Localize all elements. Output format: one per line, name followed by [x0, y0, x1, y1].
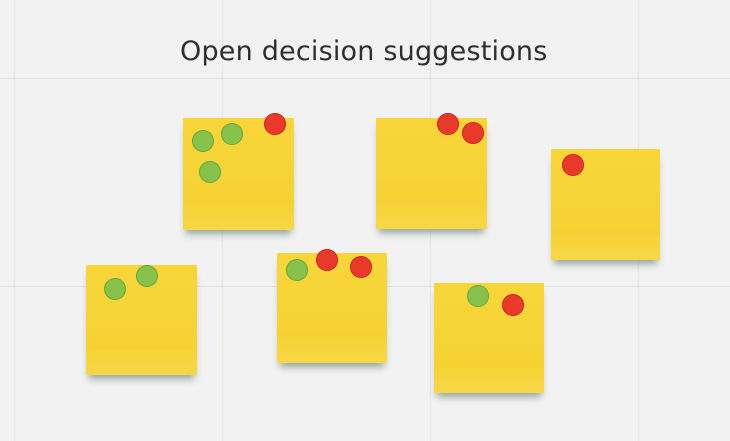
- red-vote-dot[interactable]: [462, 122, 484, 144]
- green-vote-dot[interactable]: [192, 130, 214, 152]
- sticky-note[interactable]: [86, 265, 197, 375]
- green-vote-dot[interactable]: [136, 265, 158, 287]
- board-title[interactable]: Open decision suggestions: [180, 36, 548, 67]
- sticky-note[interactable]: [183, 113, 294, 230]
- red-vote-dot[interactable]: [264, 113, 286, 135]
- green-vote-dot[interactable]: [467, 285, 489, 307]
- red-vote-dot[interactable]: [437, 113, 459, 135]
- sticky-note[interactable]: [376, 113, 487, 229]
- red-vote-dot[interactable]: [502, 294, 524, 316]
- red-vote-dot[interactable]: [316, 249, 338, 271]
- green-vote-dot[interactable]: [199, 161, 221, 183]
- green-vote-dot[interactable]: [286, 259, 308, 281]
- green-vote-dot[interactable]: [221, 123, 243, 145]
- sticky-note[interactable]: [434, 283, 544, 393]
- red-vote-dot[interactable]: [350, 256, 372, 278]
- sticky-note[interactable]: [551, 149, 660, 260]
- sticky-note[interactable]: [277, 249, 387, 363]
- red-vote-dot[interactable]: [562, 154, 584, 176]
- green-vote-dot[interactable]: [104, 278, 126, 300]
